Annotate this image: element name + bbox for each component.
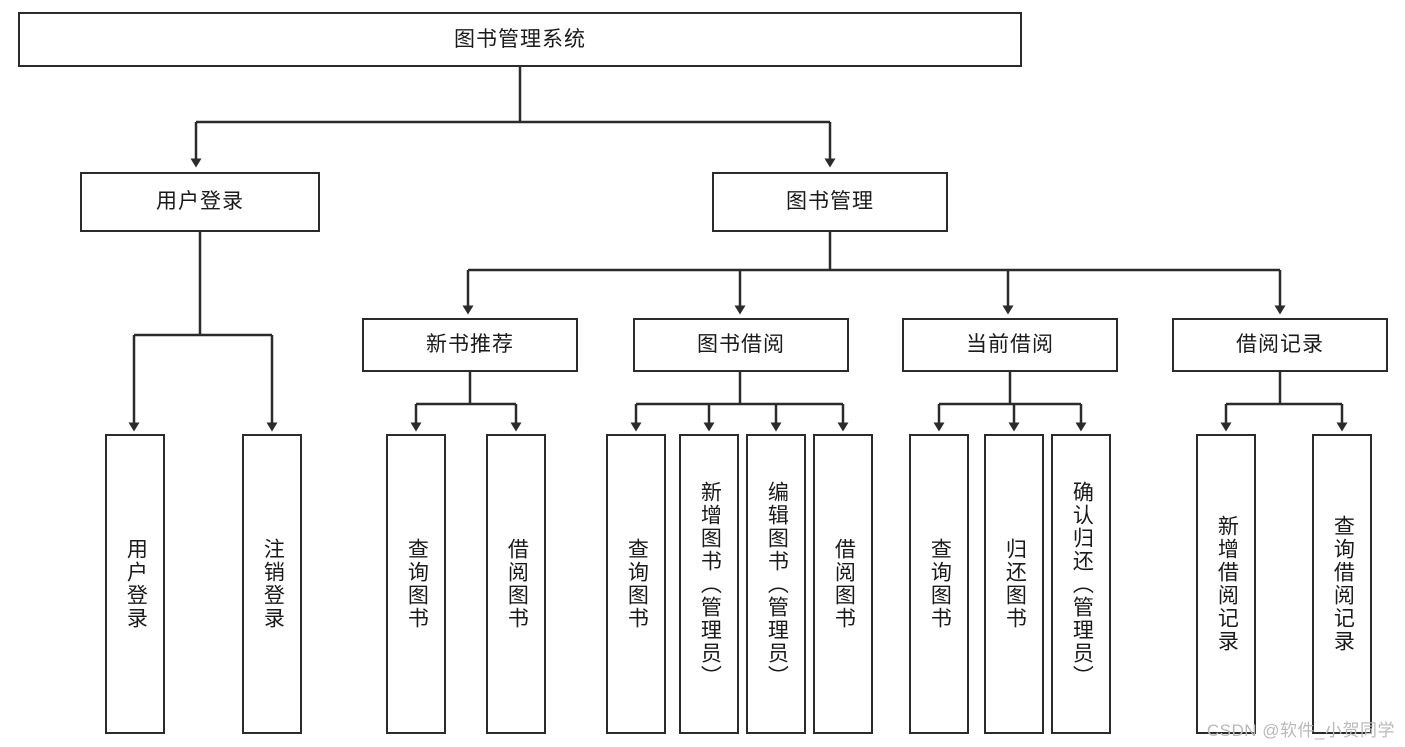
node-borrow-records[interactable]: 借阅记录 bbox=[1172, 318, 1388, 372]
node-label: 用户登录 bbox=[124, 538, 148, 630]
node-label: 图书管理 bbox=[786, 190, 874, 214]
node-user-logout[interactable]: 注销登录 bbox=[242, 434, 302, 734]
node-label: 新书推荐 bbox=[426, 333, 514, 357]
node-borrow-add-book[interactable]: 新增图书（管理员） bbox=[679, 434, 739, 734]
node-book-management[interactable]: 图书管理 bbox=[712, 172, 948, 232]
node-recommend-query-book[interactable]: 查询图书 bbox=[386, 434, 446, 734]
node-label: 借阅图书 bbox=[832, 538, 856, 630]
node-label: 归还图书 bbox=[1003, 538, 1027, 630]
node-label: 新增借阅记录 bbox=[1215, 515, 1239, 653]
node-label: 注销登录 bbox=[261, 538, 285, 630]
node-borrow-edit-book[interactable]: 编辑图书（管理员） bbox=[746, 434, 806, 734]
csdn-watermark: CSDN @软件_小贺同学 bbox=[1206, 721, 1395, 740]
node-label: 用户登录 bbox=[156, 190, 244, 214]
node-current-return-book[interactable]: 归还图书 bbox=[984, 434, 1044, 734]
node-label: 查询借阅记录 bbox=[1331, 515, 1355, 653]
node-label: 图书管理系统 bbox=[454, 27, 586, 51]
node-label: 编辑图书（管理员） bbox=[765, 480, 789, 688]
node-add-borrow-record[interactable]: 新增借阅记录 bbox=[1196, 434, 1256, 734]
node-query-borrow-record[interactable]: 查询借阅记录 bbox=[1312, 434, 1372, 734]
node-user-login-do[interactable]: 用户登录 bbox=[105, 434, 165, 734]
node-borrow-query-book[interactable]: 查询图书 bbox=[606, 434, 666, 734]
node-current-query-book[interactable]: 查询图书 bbox=[909, 434, 969, 734]
node-label: 查询图书 bbox=[405, 538, 429, 630]
node-label: 确认归还（管理员） bbox=[1070, 480, 1094, 688]
node-root-system[interactable]: 图书管理系统 bbox=[18, 12, 1022, 67]
node-book-borrow[interactable]: 图书借阅 bbox=[633, 318, 849, 372]
node-recommend-borrow-book[interactable]: 借阅图书 bbox=[486, 434, 546, 734]
node-label: 图书借阅 bbox=[697, 333, 785, 357]
node-label: 借阅图书 bbox=[505, 538, 529, 630]
node-current-borrow[interactable]: 当前借阅 bbox=[902, 318, 1118, 372]
node-label: 查询图书 bbox=[928, 538, 952, 630]
node-new-book-recommend[interactable]: 新书推荐 bbox=[362, 318, 578, 372]
node-current-confirm-return[interactable]: 确认归还（管理员） bbox=[1051, 434, 1111, 734]
node-label: 借阅记录 bbox=[1236, 333, 1324, 357]
node-label: 查询图书 bbox=[625, 538, 649, 630]
node-borrow-borrow-book[interactable]: 借阅图书 bbox=[813, 434, 873, 734]
node-label: 当前借阅 bbox=[966, 333, 1054, 357]
node-label: 新增图书（管理员） bbox=[698, 480, 722, 688]
node-user-login[interactable]: 用户登录 bbox=[80, 172, 320, 232]
